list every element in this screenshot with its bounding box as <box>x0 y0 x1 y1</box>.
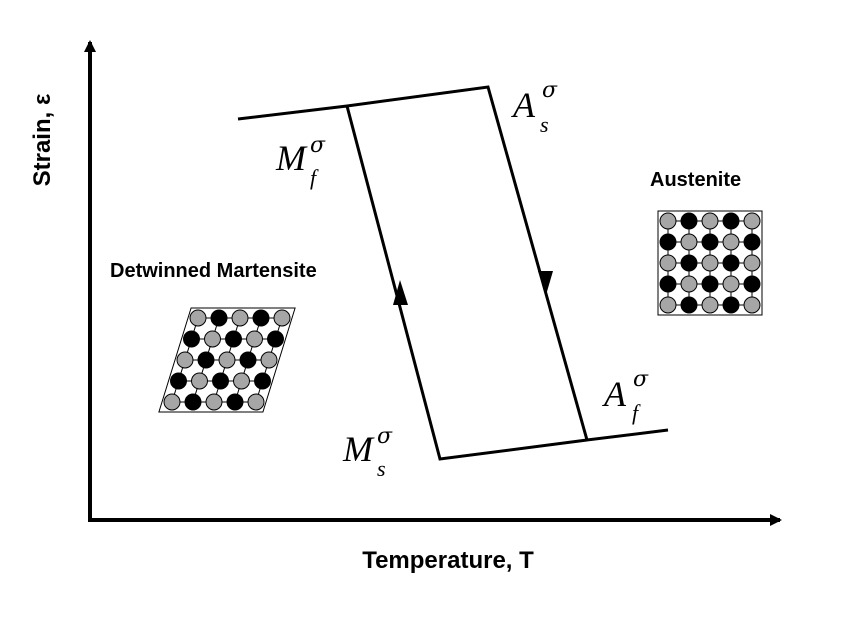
austenite-lattice-atom <box>680 233 698 251</box>
label-af-sigma: A σ f <box>602 367 649 425</box>
martensite-lattice-atom <box>176 351 194 369</box>
svg-text:σ: σ <box>542 78 558 103</box>
martensite-lattice-icon <box>158 307 296 413</box>
martensite-lattice-atom <box>183 330 200 348</box>
austenite-lattice-atom <box>680 212 698 230</box>
austenite-lattice-icon <box>657 210 763 316</box>
y-axis-title: Strain, ε <box>29 94 56 187</box>
martensite-lattice-atom <box>231 309 249 327</box>
austenite-lattice-atom <box>743 233 761 251</box>
svg-text:s: s <box>540 112 549 137</box>
svg-text:s: s <box>377 456 386 481</box>
martensite-lattice-atom <box>246 330 263 348</box>
austenite-lattice-atom <box>743 296 761 314</box>
martensite-lattice-atom <box>254 372 271 390</box>
martensite-lattice-atom <box>247 393 265 411</box>
cooling-arrow-up-icon <box>393 280 408 305</box>
label-ms-sigma: M σ s <box>342 424 393 481</box>
hysteresis-loop <box>237 85 669 461</box>
label-mf-sigma: M σ f <box>275 133 326 190</box>
svg-text:σ: σ <box>633 367 649 392</box>
austenite-lattice-atom <box>722 233 740 251</box>
austenite-lattice-atom <box>722 212 740 230</box>
martensite-lattice-atom <box>170 372 187 390</box>
martensite-lattice-atom <box>205 393 223 411</box>
martensite-lattice-atom <box>191 372 208 390</box>
x-axis-title: Temperature, T <box>362 547 534 574</box>
martensite-lattice-atom <box>210 309 228 327</box>
austenite-label: Austenite <box>650 169 741 191</box>
svg-text:f: f <box>310 165 319 190</box>
martensite-lattice-atom <box>204 330 221 348</box>
austenite-lattice-atom <box>659 233 677 251</box>
austenite-lattice-atom <box>722 275 740 293</box>
martensite-lattice-atom <box>226 393 244 411</box>
austenite-lattice-atom <box>701 275 719 293</box>
austenite-lattice-atom <box>743 212 761 230</box>
martensite-lattice-atom <box>184 393 202 411</box>
martensite-lattice-atom <box>267 330 284 348</box>
martensite-lattice-atom <box>239 351 257 369</box>
heating-arrow-down-icon <box>538 271 553 295</box>
austenite-lattice-atom <box>701 233 719 251</box>
austenite-lattice-atom <box>701 296 719 314</box>
martensite-lattice-atom <box>252 309 270 327</box>
martensite-label: Detwinned Martensite <box>110 260 317 282</box>
martensite-lattice-atom <box>189 309 207 327</box>
label-as-sigma: A σ s <box>511 78 558 137</box>
martensite-lattice-atom <box>233 372 250 390</box>
svg-text:σ: σ <box>377 424 393 449</box>
svg-text:σ: σ <box>310 133 326 158</box>
martensite-lattice-atom <box>273 309 291 327</box>
austenite-lattice-atom <box>680 275 698 293</box>
austenite-lattice-atom <box>659 254 677 272</box>
austenite-lattice-atom <box>659 212 677 230</box>
svg-text:M: M <box>342 429 375 469</box>
austenite-lattice-atom <box>659 296 677 314</box>
austenite-lattice-atom <box>743 254 761 272</box>
svg-text:M: M <box>275 138 308 178</box>
martensite-lattice-atom <box>197 351 215 369</box>
austenite-lattice-atom <box>701 212 719 230</box>
martensite-lattice-atom <box>218 351 236 369</box>
svg-text:A: A <box>602 374 627 414</box>
austenite-lattice-atom <box>680 254 698 272</box>
martensite-lattice-atom <box>212 372 229 390</box>
martensite-lattice-atom <box>163 393 181 411</box>
austenite-lattice-atom <box>722 254 740 272</box>
svg-text:f: f <box>632 400 641 425</box>
austenite-lattice-atom <box>680 296 698 314</box>
austenite-lattice-atom <box>743 275 761 293</box>
svg-text:A: A <box>511 85 536 125</box>
martensite-lattice-atom <box>225 330 242 348</box>
austenite-lattice-atom <box>659 275 677 293</box>
austenite-lattice-atom <box>701 254 719 272</box>
austenite-lattice-atom <box>722 296 740 314</box>
martensite-lattice-atom <box>260 351 278 369</box>
